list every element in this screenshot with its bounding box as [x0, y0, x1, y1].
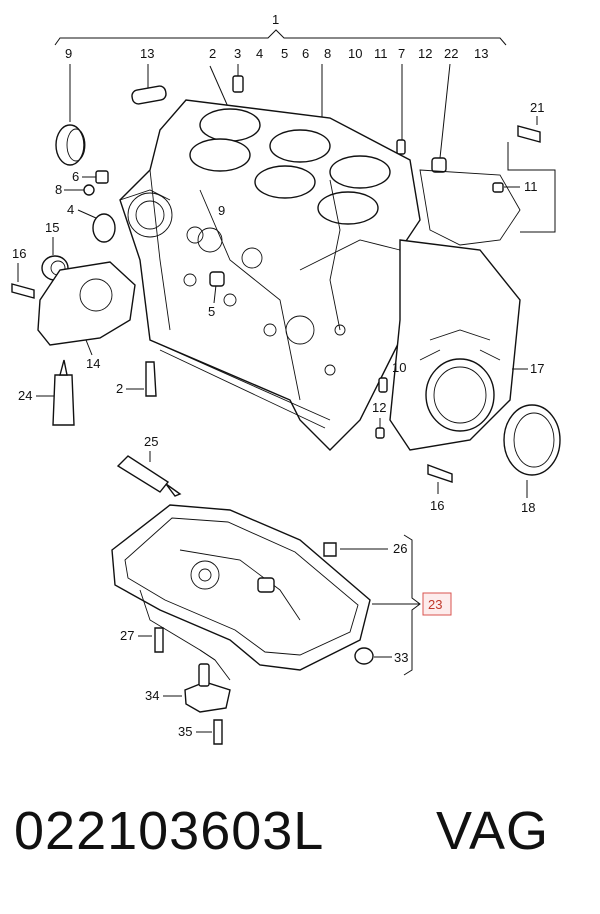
- part-33-plug: [354, 647, 374, 665]
- part-8-plug: [83, 184, 95, 196]
- part-35-bolt: [213, 719, 223, 745]
- callout-23: 23: [428, 597, 442, 612]
- callout-16-right: 16: [430, 498, 444, 513]
- callout-14: 14: [86, 356, 100, 371]
- part-12-pin: [375, 427, 385, 439]
- rear-bore: [425, 358, 495, 432]
- callout-2-top: 2: [209, 46, 216, 61]
- cylinder-bore-5: [254, 165, 316, 199]
- callout-25: 25: [144, 434, 158, 449]
- callout-7: 7: [398, 46, 405, 61]
- callout-22: 22: [444, 46, 458, 61]
- part-22-bushing: [431, 157, 447, 173]
- callout-13-top-left: 13: [140, 46, 154, 61]
- callout-26: 26: [393, 541, 407, 556]
- callout-9-mid: 9: [218, 203, 225, 218]
- callout-2-left: 2: [116, 381, 123, 396]
- oil-pan-drain-boss: [257, 577, 275, 593]
- callout-4-top: 4: [256, 46, 263, 61]
- part-number: 022103603L: [14, 801, 325, 861]
- callout-15: 15: [45, 220, 59, 235]
- part-14-flange: [37, 261, 136, 346]
- part-25-sealant-tube: [116, 455, 170, 493]
- callout-6-left: 6: [72, 169, 79, 184]
- part-16-bolt-left: [11, 283, 35, 299]
- brand-name: VAG: [436, 801, 550, 861]
- callout-10-mid: 10: [392, 360, 406, 375]
- cylinder-bore-1: [199, 108, 261, 142]
- callout-5-mid: 5: [208, 304, 215, 319]
- callout-24: 24: [18, 388, 32, 403]
- callout-18: 18: [521, 500, 535, 515]
- callout-8-left: 8: [55, 182, 62, 197]
- callout-9: 9: [65, 46, 72, 61]
- cylinder-bore-4: [329, 155, 391, 189]
- part-10-pin: [378, 377, 388, 393]
- callout-27: 27: [120, 628, 134, 643]
- callout-17: 17: [530, 361, 544, 376]
- part-2-bolt: [145, 361, 157, 397]
- group-bracket-1: [54, 29, 507, 46]
- callout-1: 1: [272, 12, 279, 27]
- part-21-bolt: [517, 125, 541, 143]
- callout-21: 21: [530, 100, 544, 115]
- part-26-bolt: [323, 542, 337, 557]
- oil-pan: [111, 504, 371, 671]
- cylinder-bore-2: [269, 129, 331, 163]
- callout-8-top: 8: [324, 46, 331, 61]
- part-27-bolt: [154, 627, 164, 653]
- callout-16-left: 16: [12, 246, 26, 261]
- part-18-seal-ring: [503, 404, 561, 476]
- part-7-pin: [396, 139, 406, 155]
- cylinder-bore-3: [189, 138, 251, 172]
- part-5-sleeve: [209, 271, 225, 287]
- callout-33: 33: [394, 650, 408, 665]
- callout-6-top: 6: [302, 46, 309, 61]
- callout-23-highlight: [422, 592, 452, 616]
- callout-13-top-right: 13: [474, 46, 488, 61]
- callout-11-top: 11: [374, 46, 388, 61]
- callout-12-mid: 12: [372, 400, 386, 415]
- part-4-plug: [92, 213, 116, 243]
- part-13-sleeve: [131, 85, 167, 105]
- callout-35: 35: [178, 724, 192, 739]
- part-3-dowel: [232, 75, 244, 93]
- cylinder-bore-6: [317, 191, 379, 225]
- part-11-plug: [492, 182, 504, 193]
- callout-4-left: 4: [67, 202, 74, 217]
- callout-5-top: 5: [281, 46, 288, 61]
- callout-10-top: 10: [348, 46, 362, 61]
- part-6-dowel: [95, 170, 109, 184]
- callout-11-right: 11: [524, 179, 538, 194]
- part-9-plug: [55, 124, 85, 166]
- part-16-bolt-right: [427, 463, 453, 483]
- callout-12-top: 12: [418, 46, 432, 61]
- callout-3: 3: [234, 46, 241, 61]
- engine-block: [119, 99, 421, 451]
- callout-34: 34: [145, 688, 159, 703]
- part-24-sealant-tube: [52, 374, 75, 426]
